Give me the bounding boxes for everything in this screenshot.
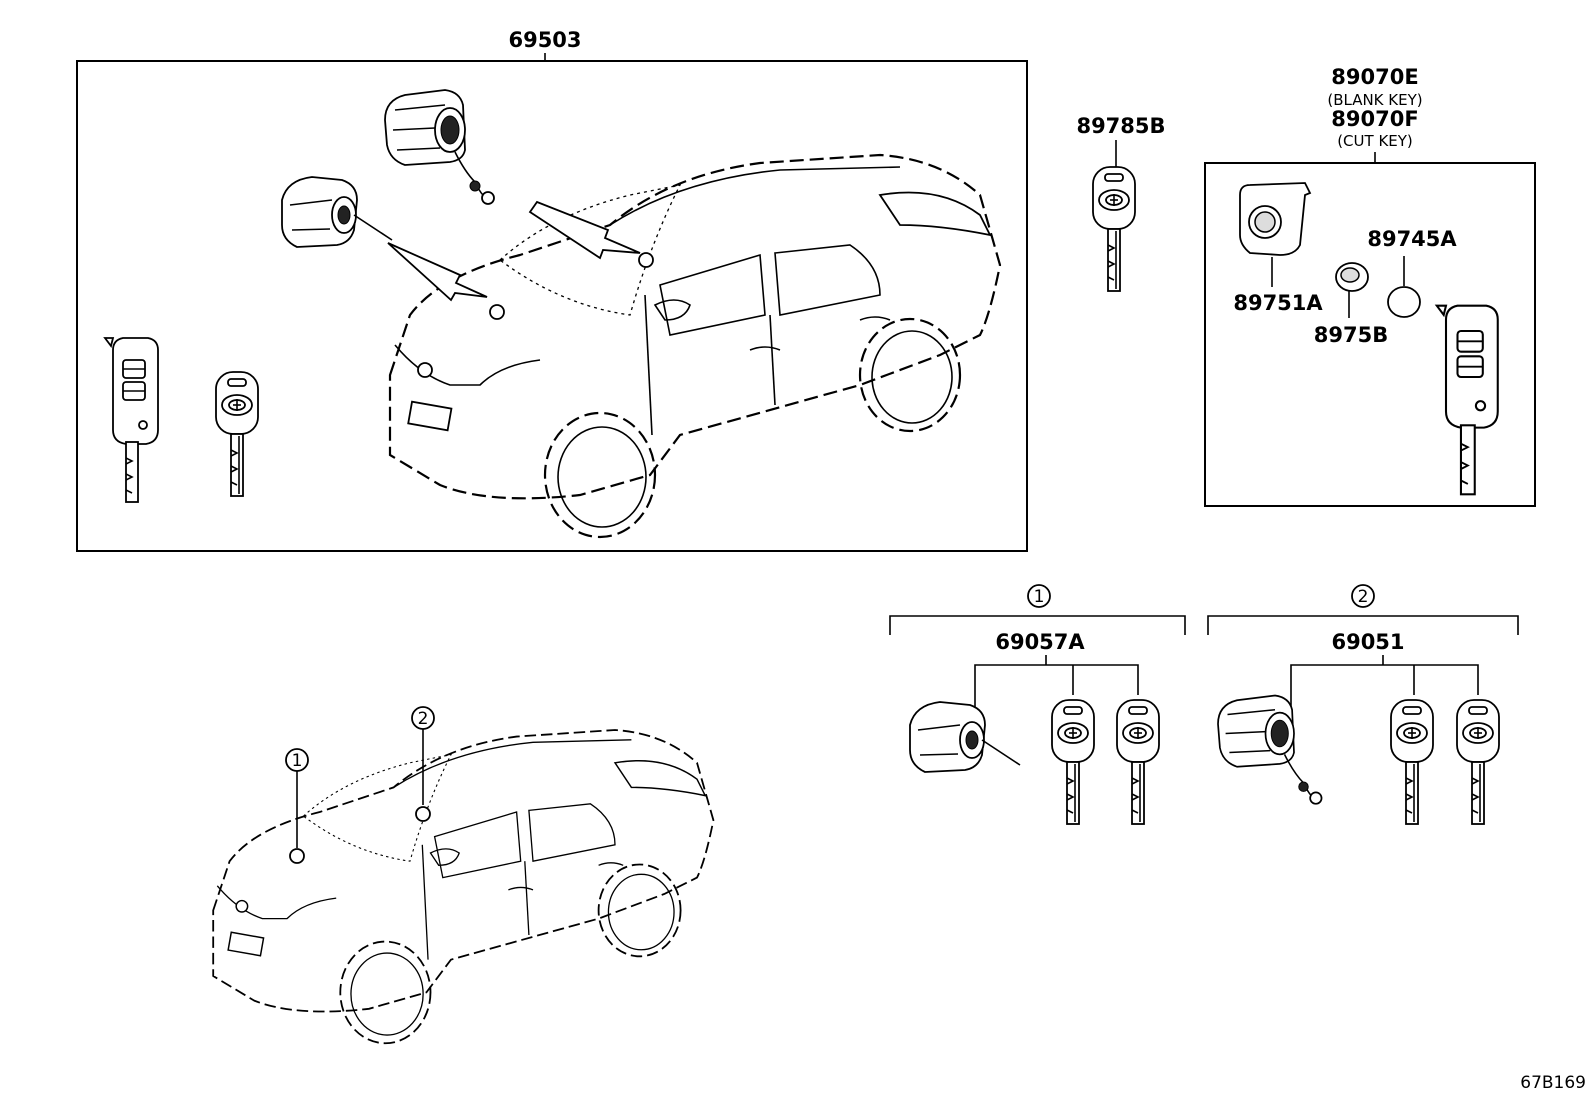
battery-holder-label: 89745A [1367, 227, 1457, 251]
group2-marker-number: 2 [1358, 587, 1369, 607]
door-lock-cylinder-icon [909, 701, 1021, 773]
group1-part-label: 69057A [995, 630, 1085, 654]
arrow-icon [387, 200, 654, 320]
key-icon [215, 371, 259, 497]
remote-flip-key-icon [1435, 304, 1499, 496]
ignition-cylinder-icon [1217, 694, 1323, 805]
key-icon [1051, 699, 1095, 825]
group1-marker-number: 1 [1034, 587, 1045, 607]
blank-key-part-label: 89070E [1331, 65, 1418, 89]
key-icon [1456, 699, 1500, 825]
car-icon [388, 153, 1002, 539]
blank-key-note: (BLANK KEY) [1327, 91, 1422, 109]
group2-marker [1351, 584, 1375, 608]
key-cover-label: 89751A [1233, 291, 1323, 315]
cut-key-part-label: 89070F [1331, 107, 1418, 131]
coin-battery-icon [1335, 262, 1369, 292]
group2-part-label: 69051 [1331, 630, 1404, 654]
remote-flip-key-icon [104, 337, 159, 503]
battery-holder-icon [1387, 286, 1421, 318]
car-marker-2: 2 [411, 706, 435, 822]
main-assembly-label: 69503 [508, 28, 581, 52]
key-icon [1390, 699, 1434, 825]
key-icon [1116, 699, 1160, 825]
key-kit-box [1204, 162, 1536, 507]
cut-key-note: (CUT KEY) [1337, 132, 1413, 150]
svg-text:2: 2 [418, 709, 429, 729]
car-marker-1: 1 [285, 748, 309, 864]
svg-text:1: 1 [292, 751, 303, 771]
door-lock-cylinder-icon [281, 176, 393, 248]
battery-label: 8975B [1314, 323, 1388, 347]
key-icon [1092, 166, 1136, 292]
car-icon [212, 729, 715, 1045]
main-assembly-box [76, 60, 1028, 552]
key-single-label: 89785B [1076, 114, 1165, 138]
ignition-cylinder-icon [384, 89, 495, 205]
key-cover-icon [1239, 182, 1312, 256]
diagram-id: 67B169 [1520, 1073, 1586, 1093]
group1-marker [1027, 584, 1051, 608]
